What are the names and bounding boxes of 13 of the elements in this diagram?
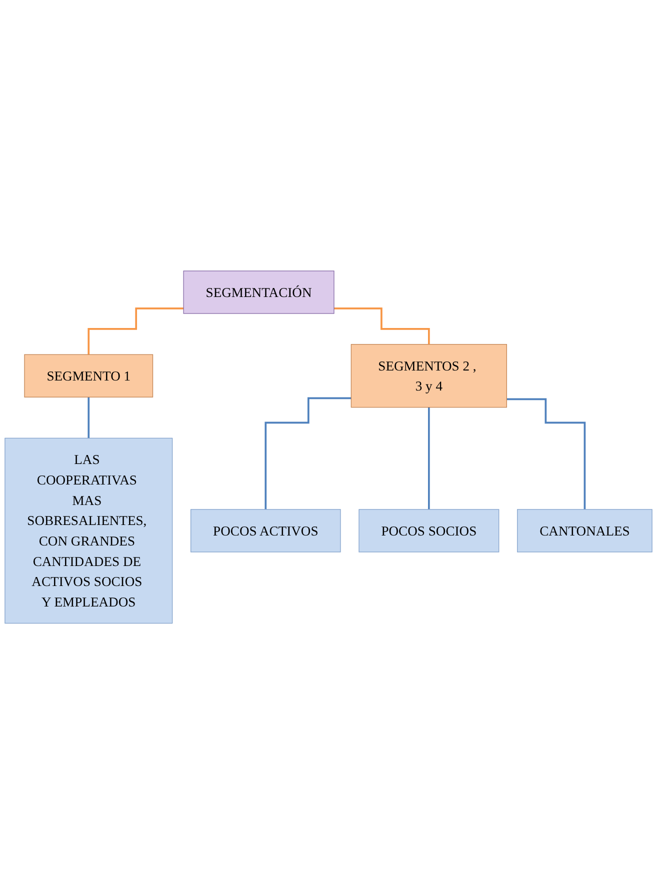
node-box: CANTONALES xyxy=(517,509,652,552)
node-box: LAS COOPERATIVAS MAS SOBRESALIENTES, CON GRANDES CANTIDADES DE ACTIVOS SOCIOS Y EMPLEADOS xyxy=(4,438,173,624)
connector xyxy=(428,406,430,510)
connector xyxy=(88,396,90,439)
node-box: SEGMENTO 1 xyxy=(24,354,154,398)
connector xyxy=(88,307,184,356)
connector xyxy=(334,307,430,346)
connector xyxy=(264,397,352,510)
connector xyxy=(506,398,586,510)
node-box: POCOS ACTIVOS xyxy=(190,509,341,552)
node-box: SEGMENTACIÓN xyxy=(183,270,334,314)
node-box: POCOS SOCIOS xyxy=(358,509,500,552)
node-box: SEGMENTOS 2 , 3 y 4 xyxy=(350,344,507,408)
